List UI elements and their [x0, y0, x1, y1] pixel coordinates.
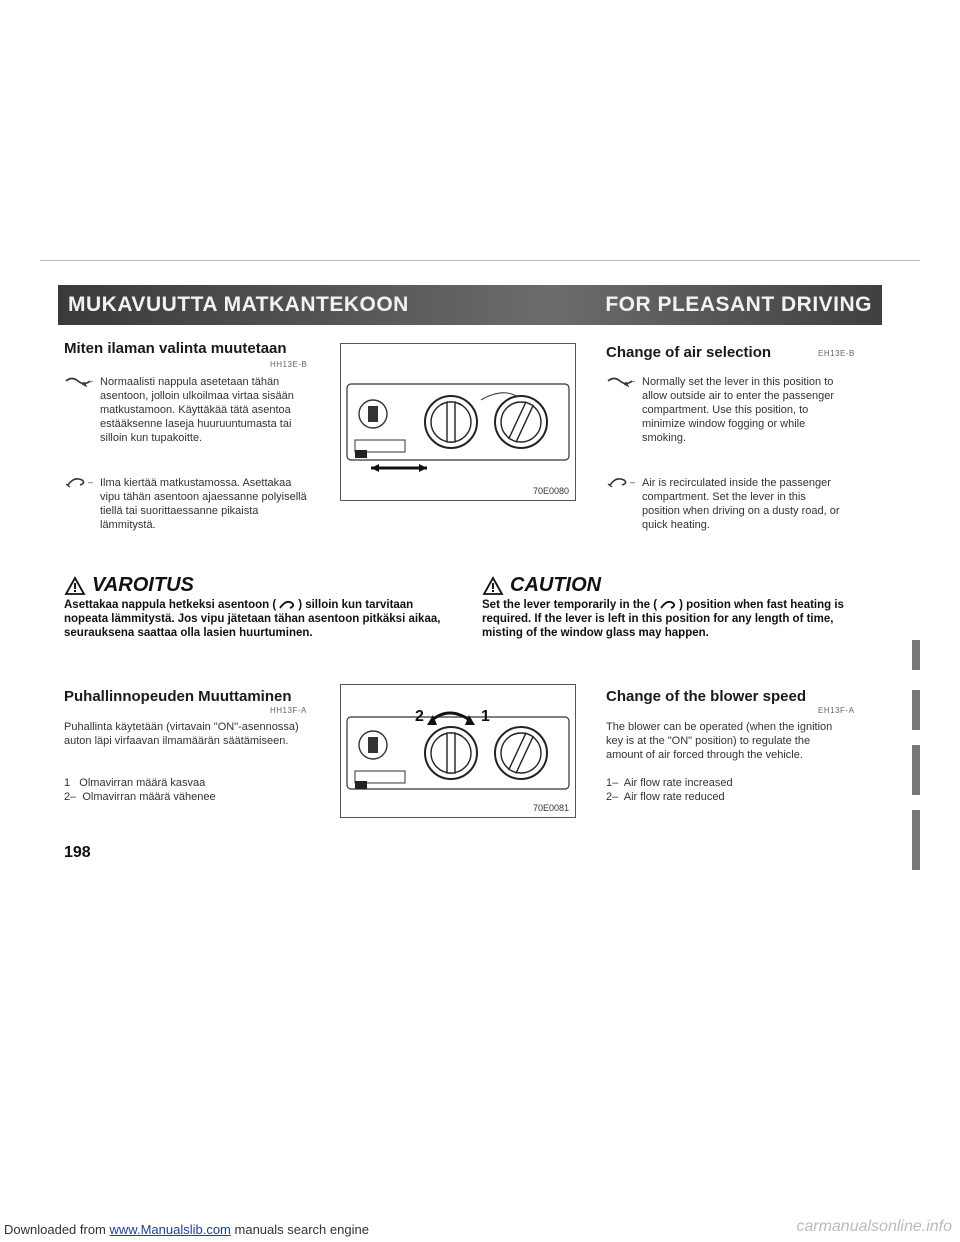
fi-blower-title: Puhallinnopeuden Muuttaminen: [64, 688, 292, 705]
footer-suffix: manuals search engine: [234, 1222, 369, 1237]
fresh-air-icon: –: [65, 376, 93, 387]
header-title-fi: MUKAVUUTTA MATKANTEKOON: [68, 293, 409, 316]
recirculate-air-icon: –: [607, 477, 635, 488]
fi-air-item-recirc-text: Ilma kiertää matkustamossa. Asettakaa vi…: [100, 477, 307, 531]
edge-tab-mark: [912, 640, 920, 670]
fi-blower-code: HH13F-A: [270, 706, 307, 715]
en-blower-title: Change of the blower speed: [606, 688, 807, 705]
recirculate-air-icon: [660, 600, 676, 609]
fi-air-item-fresh-text: Normaalisti nappula asetetaan tähän asen…: [100, 376, 294, 444]
svg-text:–: –: [88, 477, 93, 487]
warning-fi-text-a: Asettakaa nappula hetkeksi asentoon (: [64, 599, 277, 611]
en-blower-item-2: 2– Air flow rate reduced: [606, 791, 725, 803]
fi-air-code: HH13E-B: [270, 360, 308, 369]
caution-en-text-b: ) position when fast heating is required…: [482, 599, 844, 639]
figure-blower-speed: 2 1 70E0081: [340, 684, 576, 818]
edge-tab-mark: [912, 690, 920, 730]
en-air-code: EH13E-B: [818, 349, 855, 358]
en-blower-item-1: 1– Air flow rate increased: [606, 777, 733, 789]
figure-air-selection-id: 70E0080: [532, 486, 569, 496]
en-air-item-fresh: – Normally set the lever in this positio…: [606, 375, 856, 465]
fi-air-item-fresh: – Normaalisti nappula asetetaan tähän as…: [64, 375, 314, 465]
fi-blower-text: Puhallinta käytetään (virtavain "ON"-ase…: [64, 721, 299, 747]
recirculate-air-icon: [279, 600, 295, 609]
download-footer: Downloaded from www.Manualslib.com manua…: [4, 1222, 369, 1237]
en-air-item-recirc: – Air is recirculated inside the passeng…: [606, 476, 856, 556]
fi-air-item-recirc: – Ilma kiertää matkustamossa. Asettakaa …: [64, 476, 314, 556]
recirculate-air-icon: –: [65, 477, 93, 488]
blower-label-2: 2: [415, 708, 424, 725]
page-number: 198: [64, 844, 91, 861]
fi-blower-item-2: 2– Olmavirran määrä vähenee: [64, 791, 216, 803]
warning-fi-text: Asettakaa nappula hetkeksi asentoon () s…: [64, 598, 446, 640]
warning-triangle-icon: [64, 576, 86, 595]
top-rule: [40, 260, 920, 261]
edge-tab-mark: [912, 810, 920, 870]
header-title-en: FOR PLEASANT DRIVING: [605, 293, 872, 316]
edge-tab-mark: [912, 745, 920, 795]
fi-blower-item-1: 1 Olmavirran määrä kasvaa: [64, 777, 206, 789]
en-air-item-fresh-text: Normally set the lever in this position …: [642, 376, 835, 444]
warning-fi-title: VAROITUS: [92, 574, 194, 596]
footer-prefix: Downloaded from: [4, 1222, 106, 1237]
svg-text:–: –: [88, 376, 93, 386]
figure-air-selection: 70E0080: [340, 343, 576, 501]
watermark: carmanualsonline.info: [796, 1218, 952, 1235]
caution-triangle-icon: [482, 576, 504, 595]
fresh-air-icon: –: [607, 376, 635, 387]
section-header: MUKAVUUTTA MATKANTEKOON FOR PLEASANT DRI…: [58, 285, 882, 325]
blower-label-1: 1: [481, 708, 490, 725]
en-blower-text: The blower can be operated (when the ign…: [606, 721, 833, 761]
svg-text:–: –: [630, 477, 635, 487]
en-blower-code: EH13F-A: [818, 706, 855, 715]
caution-en-title: CAUTION: [510, 574, 602, 596]
en-air-title: Change of air selection: [606, 344, 772, 361]
en-air-item-recirc-text: Air is recirculated inside the passenger…: [642, 477, 840, 531]
manualslib-link[interactable]: www.Manualslib.com: [109, 1222, 231, 1237]
caution-en-text-a: Set the lever temporarily in the (: [482, 599, 658, 611]
svg-text:–: –: [630, 376, 635, 386]
fi-air-title: Miten ilaman valinta muutetaan: [64, 340, 287, 357]
control-panel-diagram: [346, 383, 570, 472]
blower-control-diagram: 2 1: [346, 708, 570, 790]
caution-en-text: Set the lever temporarily in the () posi…: [482, 598, 844, 640]
warning-fi-text-b: ) silloin kun tarvitaan nopeata lämmitys…: [64, 599, 441, 639]
figure-blower-speed-id: 70E0081: [532, 803, 569, 813]
